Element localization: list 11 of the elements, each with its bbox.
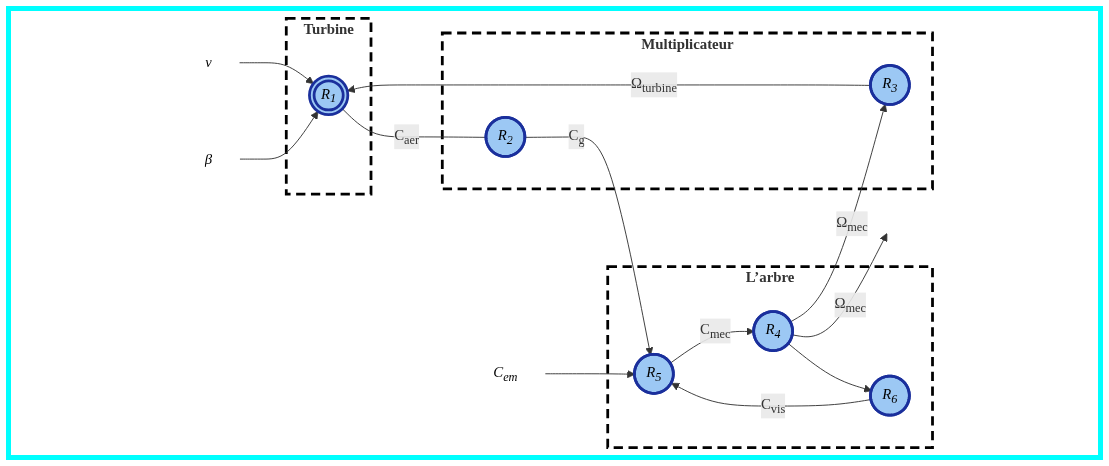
node-text: β — [204, 150, 212, 167]
node-text: v — [204, 54, 212, 71]
node-circle: R$_{1}$ — [307, 74, 349, 116]
edge-label: Ω$_{turbine}$ — [630, 75, 677, 95]
edge-label: Ω$_{mec}$ — [834, 295, 866, 315]
node-text: C$_{em}$ — [493, 363, 518, 384]
edge-label: C$_{aer}$ — [393, 127, 419, 147]
edge-label: C$_{mec}$ — [699, 321, 731, 341]
edge-label: Ω$_{mec}$ — [835, 214, 868, 234]
edge-label: C$_{g}$ — [568, 127, 585, 147]
edge-label: C$_{vis}$ — [760, 396, 786, 416]
